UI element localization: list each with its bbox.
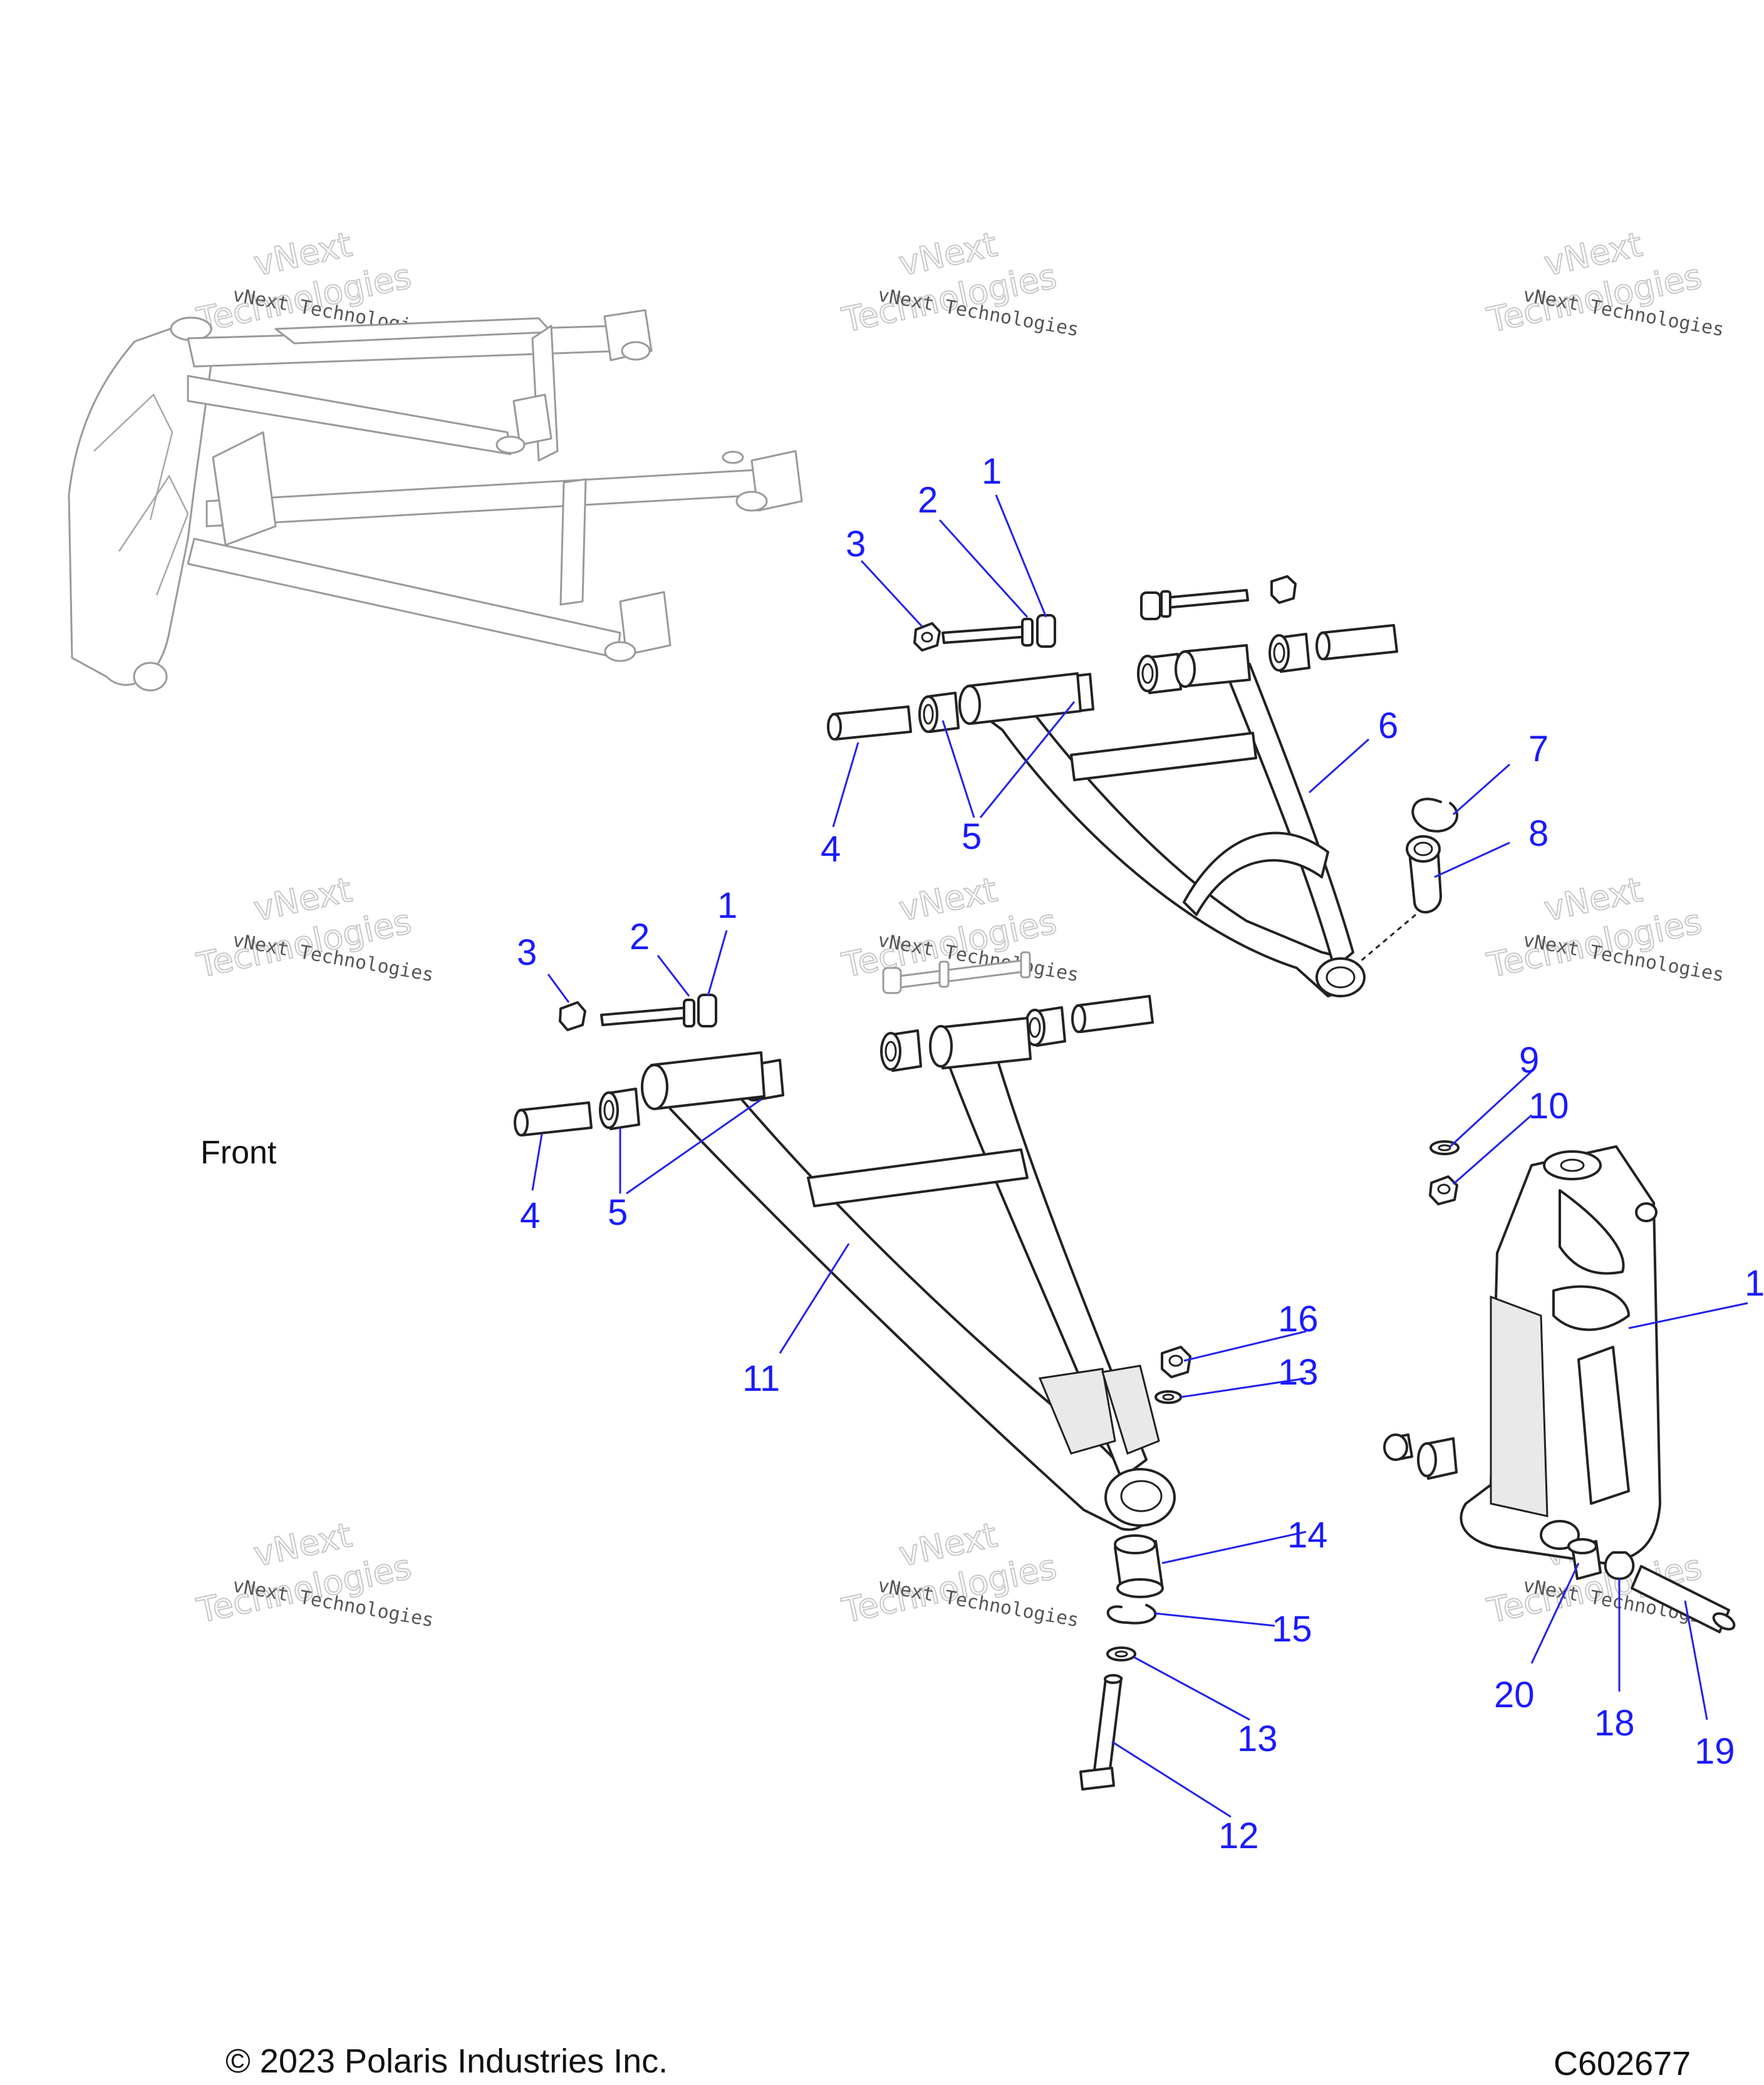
callout-lower-2: 2 bbox=[630, 917, 650, 957]
lower-retaining-ring bbox=[1106, 1604, 1157, 1625]
knuckle-bushing bbox=[1417, 1437, 1458, 1480]
callout-lower-16: 16 bbox=[1278, 1299, 1319, 1339]
upper-a-arm-group bbox=[827, 575, 1458, 997]
lower-washer-13-bottom bbox=[1106, 1646, 1136, 1661]
watermark-bottom-left: vNext Technologies vNext Technologies bbox=[193, 1514, 435, 1631]
lower-bolt-front bbox=[600, 994, 717, 1027]
lower-nut-16 bbox=[1161, 1346, 1191, 1378]
callouts-knuckle: 9 10 1 20 18 19 bbox=[1494, 1040, 1764, 1772]
callout-lower-3: 3 bbox=[517, 932, 537, 973]
watermark-top-right: vNext Technologies vNext Technologies bbox=[1483, 224, 1726, 341]
watermark-bottom-center: vNext Technologies vNext Technologies bbox=[838, 1514, 1081, 1631]
front-label: Front bbox=[200, 1135, 277, 1171]
callout-lower-13a: 13 bbox=[1278, 1352, 1319, 1393]
callout-knuckle-19: 19 bbox=[1694, 1731, 1735, 1772]
knuckle-group bbox=[1383, 1140, 1736, 1633]
lower-a-arm-group bbox=[514, 951, 1191, 1791]
upper-bolt-front bbox=[942, 614, 1056, 648]
knuckle-pin-19 bbox=[1631, 1565, 1736, 1633]
callout-upper-2: 2 bbox=[918, 480, 938, 521]
upper-sleeve-front bbox=[827, 705, 912, 741]
upper-bushing-rear-2 bbox=[1269, 633, 1310, 673]
upper-bushing-rear-1 bbox=[1137, 653, 1182, 694]
callout-lower-5: 5 bbox=[608, 1192, 628, 1233]
lower-bolt-rear-ghost bbox=[882, 951, 1031, 994]
upper-a-arm bbox=[958, 644, 1366, 997]
callout-lower-12: 12 bbox=[1218, 1816, 1259, 1856]
upper-sleeve-rear bbox=[1315, 624, 1398, 660]
steering-knuckle bbox=[1460, 1145, 1661, 1564]
lower-bushing-rear-1 bbox=[880, 1029, 922, 1072]
callout-lower-13b: 13 bbox=[1237, 1718, 1278, 1759]
upper-bushing-front-1 bbox=[918, 692, 960, 733]
watermark-top-center: vNext Technologies vNext Technologies bbox=[838, 224, 1081, 341]
knuckle-sleeve bbox=[1383, 1433, 1413, 1461]
callout-knuckle-10: 10 bbox=[1528, 1086, 1569, 1126]
ball-joint-alignment-line bbox=[1356, 913, 1416, 966]
callout-lower-15: 15 bbox=[1272, 1609, 1312, 1650]
upper-nut-front bbox=[913, 622, 941, 652]
lower-bushing-front-1 bbox=[599, 1088, 640, 1130]
callout-lower-11: 11 bbox=[742, 1358, 780, 1399]
lower-a-arm bbox=[641, 1017, 1176, 1531]
lower-ball-joint bbox=[1114, 1534, 1164, 1598]
lower-washer-13-top bbox=[1154, 1390, 1182, 1404]
upper-nut-rear bbox=[1270, 575, 1297, 604]
copyright-text: © 2023 Polaris Industries Inc. bbox=[226, 2042, 668, 2080]
callout-upper-8: 8 bbox=[1528, 813, 1549, 854]
callouts-lower: 1 2 3 4 5 11 16 13 14 15 13 12 bbox=[517, 885, 1328, 1856]
callout-upper-4: 4 bbox=[821, 829, 841, 870]
knuckle-nut-10 bbox=[1429, 1175, 1458, 1205]
callouts-upper: 1 2 3 4 5 6 7 8 bbox=[821, 451, 1549, 870]
callout-upper-6: 6 bbox=[1378, 705, 1398, 746]
watermark-mid-right: vNext Technologies vNext Technologies bbox=[1483, 869, 1726, 986]
callout-lower-1: 1 bbox=[717, 885, 737, 926]
callout-knuckle-18: 18 bbox=[1594, 1703, 1635, 1744]
callout-knuckle-20: 20 bbox=[1494, 1675, 1535, 1715]
lower-sleeve-rear bbox=[1071, 995, 1154, 1033]
knuckle-insert-20 bbox=[1567, 1538, 1602, 1580]
callout-knuckle-9: 9 bbox=[1519, 1040, 1539, 1081]
retaining-ring bbox=[1411, 798, 1458, 833]
leader-lines bbox=[531, 494, 1748, 1818]
callout-upper-5: 5 bbox=[962, 816, 982, 857]
callout-upper-3: 3 bbox=[846, 524, 866, 564]
callout-upper-1: 1 bbox=[982, 451, 1002, 492]
callout-lower-4: 4 bbox=[520, 1195, 540, 1236]
lower-nut-front bbox=[559, 1001, 586, 1031]
callout-lower-14: 14 bbox=[1287, 1515, 1328, 1556]
lower-bushing-rear-2 bbox=[1024, 1006, 1066, 1047]
watermark-mid-left: vNext Technologies vNext Technologies bbox=[193, 869, 435, 986]
callout-knuckle-1: 1 bbox=[1745, 1263, 1764, 1304]
upper-bolt-rear bbox=[1140, 589, 1249, 620]
reference-assembly-ghost bbox=[68, 309, 803, 692]
lower-sleeve-front bbox=[514, 1101, 593, 1136]
lower-pinch-bolt bbox=[1079, 1674, 1123, 1791]
knuckle-bushing-18 bbox=[1604, 1551, 1635, 1580]
callout-upper-7: 7 bbox=[1528, 729, 1549, 769]
ball-joint bbox=[1406, 835, 1442, 913]
diagram-id: C602677 bbox=[1554, 2045, 1691, 2082]
